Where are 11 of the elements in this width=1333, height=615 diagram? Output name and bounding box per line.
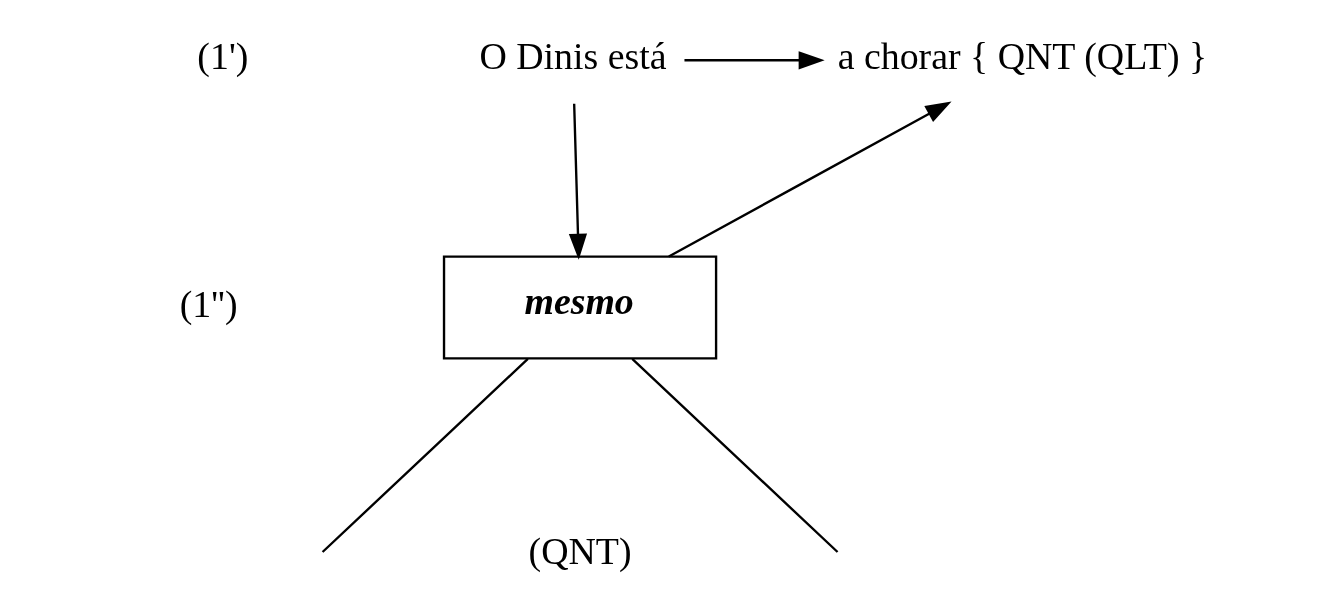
- arrow: [683, 51, 825, 70]
- node-text: O Dinis está: [478, 35, 667, 78]
- node-text: a chorar { QNT (QLT) }: [837, 35, 1207, 78]
- node-box: mesmo: [442, 255, 717, 360]
- label: (QNT): [528, 529, 632, 572]
- connector: [321, 358, 529, 553]
- arrow: [568, 103, 587, 260]
- label: (1''): [179, 282, 238, 325]
- arrow: [667, 101, 952, 258]
- connector: [630, 358, 838, 553]
- label: (1'): [196, 35, 248, 78]
